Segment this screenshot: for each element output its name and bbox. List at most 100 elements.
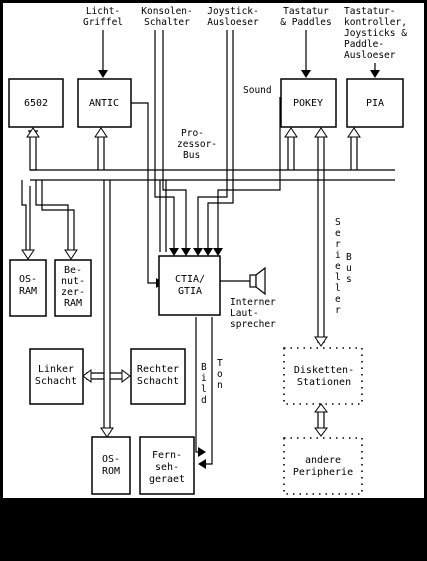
block-tv: Fern- seh- geraet: [139, 436, 195, 495]
joystick-wire-a: [207, 30, 234, 252]
block-gtia: CTIA/ GTIA: [158, 255, 221, 316]
block-tv-label-3: geraet: [149, 474, 185, 485]
light-pen-label-1: Licht-: [86, 6, 120, 17]
sound-label: Sound: [243, 85, 272, 96]
internal-speaker-label-1: Interner: [230, 297, 276, 308]
block-6502-box: [8, 78, 64, 128]
joystick-trigger-label-1: Joystick-: [207, 6, 258, 17]
peripheral-arrow-bottom: [314, 427, 328, 437]
block-disk-stations-label-2: Stationen: [297, 377, 351, 388]
block-pia: PIA: [346, 78, 404, 128]
block-right-slot: Rechter Schacht: [130, 348, 186, 405]
input-label-controllers: Tastatur- kontroller, Joysticks & Paddle…: [344, 6, 407, 61]
block-disk-stations-box: [283, 347, 363, 405]
bus-user-ram-a: [35, 180, 69, 250]
block-tv-label-1: Fern-: [152, 450, 182, 461]
console-switches-label-2: Schalter: [144, 17, 190, 28]
serial-bus-letter: r: [335, 305, 341, 316]
serial-bus-letter: e: [335, 294, 341, 305]
block-other-peripherals: andere Peripherie: [283, 437, 363, 495]
block-user-ram-label-3: zer-: [61, 287, 85, 298]
block-gtia-label-2: GTIA: [178, 286, 202, 297]
input-label-keyboard-paddles: Tastatur & Paddles: [280, 6, 331, 28]
block-tv-label-2: seh-: [155, 462, 179, 473]
block-user-ram-box: [54, 259, 92, 317]
bus-arrow-left-slot: [82, 369, 92, 383]
block-pia-box: [346, 78, 404, 128]
block-antic-label: ANTIC: [89, 98, 119, 109]
processor-bus-label-2: zessor-: [177, 139, 217, 150]
console-arrowhead-b: [181, 248, 191, 256]
keyboard-paddles-label-1: Tastatur: [283, 6, 329, 17]
serial-bus-letter: l: [335, 272, 341, 283]
serial-bus-letter: r: [335, 239, 341, 250]
block-pia-label: PIA: [366, 98, 384, 109]
block-tv-box: [139, 436, 195, 495]
picture-letter: d: [201, 395, 207, 406]
bus-os-ram-a: [21, 180, 27, 250]
serial-bus-letter: u: [346, 263, 352, 274]
peripheral-arrow-top: [314, 403, 328, 413]
joystick-arrowhead-a: [203, 248, 213, 256]
sound-wire: [217, 97, 281, 252]
console-arrowhead-a: [169, 248, 179, 256]
block-other-peripherals-label-1: andere: [305, 455, 341, 466]
joystick-wire-b: [197, 30, 228, 252]
block-right-slot-label-1: Rechter: [137, 364, 179, 375]
controllers-label-2: kontroller,: [344, 17, 407, 28]
bus-arrow-pia: [347, 127, 361, 138]
controllers-label-1: Tastatur-: [344, 6, 395, 17]
tone-letter: n: [217, 380, 223, 391]
joystick-trigger-label-2: Ausloeser: [207, 17, 259, 28]
serial-bus-letter: i: [335, 250, 341, 261]
controllers-label-5: Ausloeser: [344, 50, 396, 61]
bus-arrow-pokey: [284, 127, 298, 138]
picture-label: B i l d: [201, 362, 207, 406]
bus-user-ram-b: [41, 180, 75, 250]
block-antic: ANTIC: [77, 78, 132, 128]
processor-bus-label-3: Bus: [183, 150, 200, 161]
antic-gtia-wire: [131, 102, 160, 284]
block-pokey-label: POKEY: [293, 98, 323, 109]
picture-letter: l: [201, 384, 207, 395]
tone-letter: o: [217, 369, 223, 380]
wires: [21, 30, 395, 469]
serial-bus-letter: S: [335, 217, 341, 228]
block-user-ram: Be- nut- zer- RAM: [54, 259, 92, 317]
block-other-peripherals-box: [283, 437, 363, 495]
block-left-slot-label-2: Schacht: [35, 376, 77, 387]
block-os-rom-label-1: OS-: [102, 454, 120, 465]
serial-bus-letter: B: [346, 252, 352, 263]
block-os-ram: OS- RAM: [9, 259, 47, 317]
block-left-slot-box: [29, 348, 84, 405]
input-label-joystick-trigger: Joystick- Ausloeser: [207, 6, 259, 28]
block-os-rom: OS- ROM: [91, 436, 131, 495]
tone-label: T o n: [217, 358, 223, 391]
block-6502-label: 6502: [24, 98, 48, 109]
console-wire-b: [162, 30, 187, 252]
serial-bus-arrow-bottom: [314, 336, 328, 347]
internal-speaker-label: Interner Laut- sprecher: [230, 297, 276, 330]
serial-bus-arrow-top: [314, 127, 328, 138]
video-arrowhead: [198, 447, 206, 457]
block-os-ram-label-2: RAM: [19, 286, 37, 297]
block-os-ram-label-1: OS-: [19, 274, 37, 285]
serial-bus-letter: s: [346, 274, 352, 285]
bus-arrow-user-ram: [64, 249, 78, 260]
console-wire-a: [154, 30, 175, 252]
bus-arrow-right-slot: [121, 369, 131, 383]
block-left-slot: Linker Schacht: [29, 348, 84, 405]
joystick-arrowhead-b: [193, 248, 203, 256]
serial-bus-letter: e: [335, 228, 341, 239]
block-user-ram-label-4: RAM: [64, 298, 82, 309]
picture-letter: B: [201, 362, 207, 373]
serial-bus-letter: l: [335, 283, 341, 294]
block-other-peripherals-label-2: Peripherie: [293, 467, 353, 478]
serial-bus-letter: e: [335, 261, 341, 272]
controllers-label-4: Paddle-: [344, 39, 384, 50]
controllers-arrowhead: [370, 70, 380, 78]
light-pen-arrowhead: [98, 70, 108, 78]
bus-arrow-6502: [26, 127, 40, 138]
